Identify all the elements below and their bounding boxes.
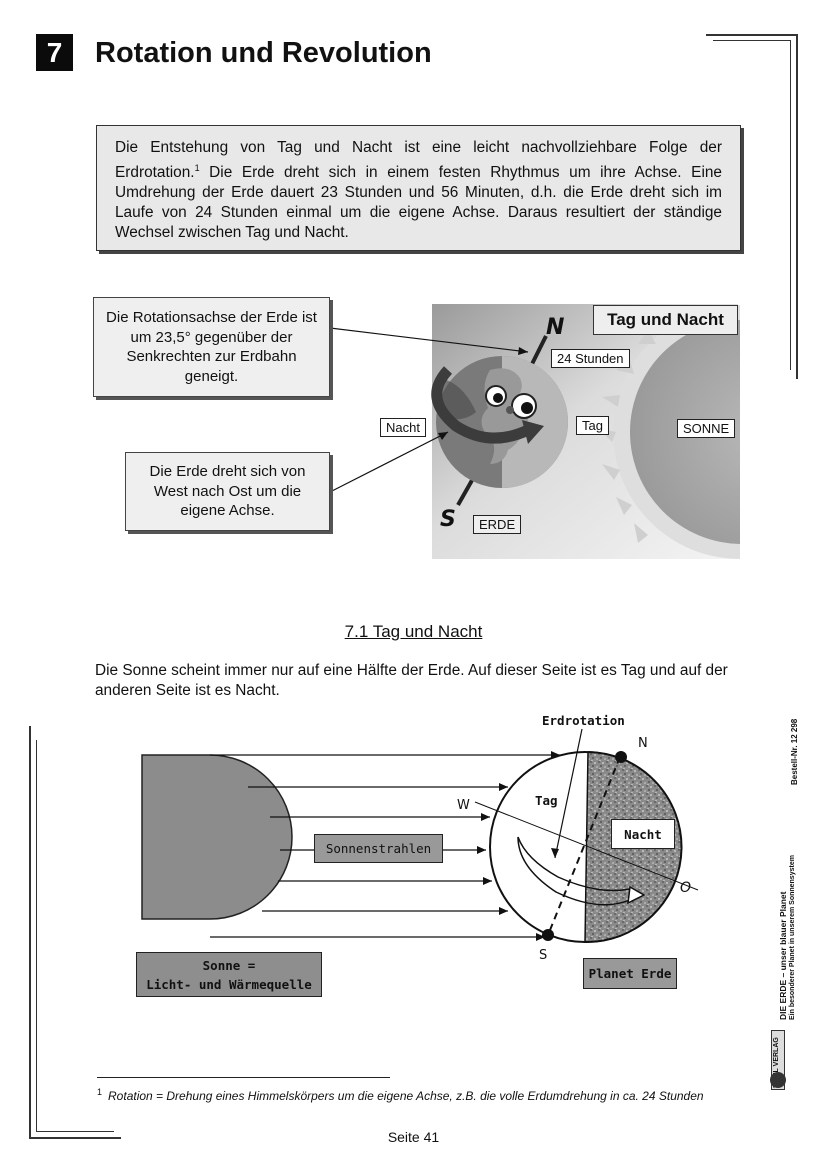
sun-source-line1: Sonne = bbox=[202, 957, 256, 973]
chapter-number: 7 bbox=[36, 34, 73, 71]
diagram-label-south: S bbox=[539, 948, 547, 963]
frame-top-right-h bbox=[706, 34, 798, 36]
diagram-label-sun-source: Sonne = Licht- und Wärmequelle bbox=[136, 952, 322, 997]
chapter-title: Rotation und Revolution bbox=[95, 37, 432, 69]
pointer-rotation bbox=[330, 431, 449, 493]
label-night: Nacht bbox=[380, 418, 426, 437]
sidebar-order-number: Bestell-Nr. 12 298 bbox=[790, 718, 799, 785]
frame-top-right-v2 bbox=[790, 40, 791, 370]
callout-axis-tilt: Die Rotationsachse der Erde ist um 23,5°… bbox=[93, 297, 330, 397]
intro-text-2: Die Erde dreht sich in einem festen Rhyt… bbox=[115, 164, 722, 242]
pointer-rotation-head bbox=[438, 432, 448, 440]
diagram-label-sunrays: Sonnenstrahlen bbox=[314, 834, 443, 863]
sun-half-disk bbox=[141, 754, 293, 920]
pointer-axis bbox=[330, 327, 529, 353]
frame-bottom-left-h2 bbox=[36, 1131, 114, 1132]
diagram-label-north: N bbox=[638, 736, 648, 751]
earth-axis-north bbox=[528, 335, 548, 369]
figure1-title: Tag und Nacht bbox=[593, 305, 738, 335]
sidebar-line2: Ein besonderer Planet in unserem Sonnens… bbox=[789, 855, 796, 1020]
pointer-axis-head bbox=[518, 347, 528, 355]
footnote-text: Rotation = Drehung eines Himmelskörpers … bbox=[108, 1089, 704, 1103]
footnote-ref: 1 bbox=[194, 163, 200, 173]
label-earth: ERDE bbox=[473, 515, 522, 534]
south-letter: S bbox=[440, 507, 456, 532]
footnote: 1 Rotation = Drehung eines Himmelskörpers… bbox=[97, 1087, 704, 1103]
diagram-label-night: Nacht bbox=[611, 819, 675, 849]
callout-rotation-direction: Die Erde dreht sich von West nach Ost um… bbox=[125, 452, 330, 531]
label-day: Tag bbox=[576, 416, 609, 435]
label-24-hours: 24 Stunden bbox=[551, 349, 630, 368]
section-title: 7.1 Tag und Nacht bbox=[344, 622, 483, 641]
diagram-label-east: O bbox=[680, 880, 691, 896]
north-letter: N bbox=[546, 315, 564, 340]
footnote-mark: 1 bbox=[97, 1087, 103, 1097]
diagram-label-planet-earth: Planet Erde bbox=[583, 958, 677, 989]
diagram-label-west: W bbox=[457, 798, 470, 813]
frame-bottom-left-v bbox=[29, 726, 31, 1139]
sidebar-line1: DIE ERDE – unser blauer Planet bbox=[778, 891, 788, 1020]
footnote-rule bbox=[97, 1077, 390, 1078]
callout-rotation-text: Die Erde dreht sich von West nach Ost um… bbox=[149, 463, 306, 520]
page-number: Seite 41 bbox=[387, 1129, 440, 1145]
sidebar-vertical-text: DIE ERDE – unser blauer Planet Ein beson… bbox=[778, 855, 798, 1020]
frame-top-right-v bbox=[796, 34, 798, 379]
earth-graphic bbox=[431, 356, 568, 488]
sun-source-line2: Licht- und Wärmequelle bbox=[146, 976, 312, 992]
frame-top-right-h2 bbox=[713, 40, 791, 41]
intro-box: Die Entstehung von Tag und Nacht ist ein… bbox=[96, 125, 741, 251]
diagram-label-day: Tag bbox=[535, 793, 558, 808]
callout-axis-tilt-text: Die Rotationsachse der Erde ist um 23,5°… bbox=[106, 309, 317, 385]
label-sun: SONNE bbox=[677, 419, 736, 438]
publisher-logo-figure bbox=[770, 1072, 786, 1088]
intro-text-1: Die Entstehung von Tag und Nacht ist ein… bbox=[115, 139, 722, 182]
frame-bottom-left-h bbox=[29, 1137, 121, 1139]
section-paragraph: Die Sonne scheint immer nur auf eine Häl… bbox=[95, 662, 728, 699]
diagram-label-erdrotation: Erdrotation bbox=[542, 713, 625, 728]
frame-bottom-left-v2 bbox=[36, 740, 37, 1131]
